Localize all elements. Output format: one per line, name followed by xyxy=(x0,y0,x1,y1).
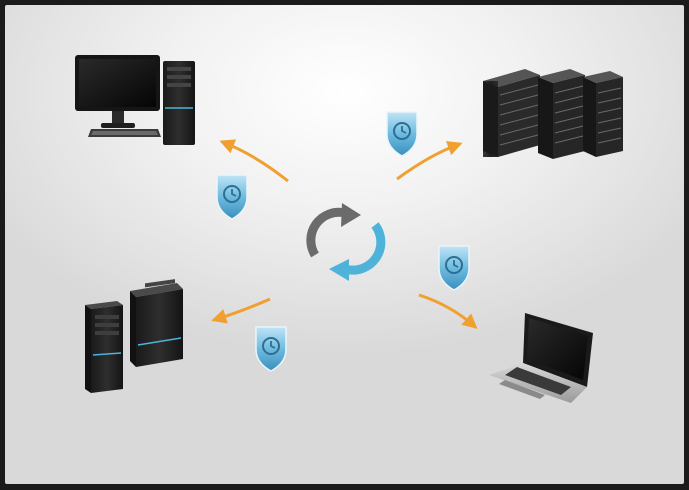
laptop-icon xyxy=(489,313,593,403)
server-rack-icon xyxy=(483,69,623,159)
backup-shield-icon xyxy=(438,245,470,291)
illustration-frame xyxy=(5,5,684,484)
backup-shield-icon xyxy=(386,111,418,157)
network-sync-illustration xyxy=(75,55,623,403)
desktop-computer-icon xyxy=(75,55,195,145)
arrow-to-laptop xyxy=(418,293,478,329)
arrow-to-desktop xyxy=(219,139,289,183)
backup-shield-icon xyxy=(255,326,287,372)
tower-computer-icon xyxy=(85,279,183,393)
arrow-to-towers xyxy=(211,297,271,324)
arrow-to-servers xyxy=(396,141,463,181)
sync-icon xyxy=(306,203,386,281)
backup-shield-icon xyxy=(216,174,248,220)
